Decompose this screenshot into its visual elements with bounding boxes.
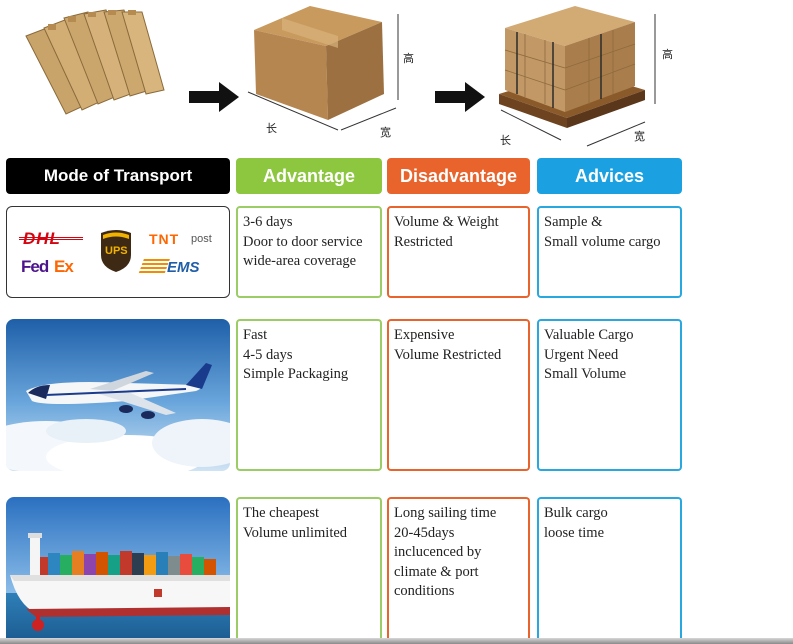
air-advantage-cell: Fast 4-5 days Simple Packaging xyxy=(236,319,382,471)
cell-line: wide-area coverage xyxy=(243,253,357,269)
width-label: 宽 xyxy=(380,126,391,139)
flat-cardboard-sheets-image xyxy=(25,9,165,115)
cell-line: The cheapest xyxy=(243,505,320,521)
packaging-illustration: 高 长 宽 高 长 宽 xyxy=(0,0,793,150)
cell-line: Sample & xyxy=(544,214,603,230)
height-label: 高 xyxy=(662,48,673,61)
cell-line: loose time xyxy=(544,524,605,541)
cell-line: Small Volume xyxy=(544,366,627,382)
ems-logo: EMS xyxy=(167,259,200,276)
arrow-right-icon xyxy=(435,82,485,112)
header-disadvantage: Disadvantage xyxy=(387,158,530,194)
cell-line: Door to door service xyxy=(243,233,363,250)
courier-advices-cell: Sample & Small volume cargo xyxy=(537,206,682,298)
bottom-edge-bar xyxy=(0,638,793,644)
sea-advices-cell: Bulk cargo loose time xyxy=(537,497,682,644)
air-disadvantage-cell: Expensive Volume Restricted xyxy=(387,319,530,471)
courier-advantage-cell: 3-6 days Door to door service wide-area … xyxy=(236,206,382,298)
cell-line: 20-45days xyxy=(394,524,455,541)
cell-line: Valuable Cargo xyxy=(544,327,634,343)
ups-logo-text: UPS xyxy=(105,245,128,257)
cell-line: Long sailing time xyxy=(394,505,497,521)
length-label: 长 xyxy=(500,134,511,147)
header-advantage: Advantage xyxy=(236,158,382,194)
cell-line: Restricted xyxy=(394,233,453,250)
cell-line: 3-6 days xyxy=(243,214,293,230)
header-advices: Advices xyxy=(537,158,682,194)
width-label: 宽 xyxy=(634,130,645,143)
cell-line: Bulk cargo xyxy=(544,505,608,521)
cell-line: 4-5 days xyxy=(243,346,293,363)
dhl-logo: DHL xyxy=(23,229,61,248)
cell-line: inclucenced by xyxy=(394,544,482,560)
sea-advantage-cell: The cheapest Volume unlimited xyxy=(236,497,382,644)
cell-line: Small volume cargo xyxy=(544,233,661,250)
cell-line: climate & port xyxy=(394,563,479,580)
cell-line: conditions xyxy=(394,583,455,599)
cell-line: Simple Packaging xyxy=(243,366,349,382)
dhl-stripes-icon xyxy=(19,237,83,240)
fedex-logo-fed: Fed xyxy=(21,257,49,276)
airplane-image xyxy=(6,319,230,471)
length-label: 长 xyxy=(266,122,277,135)
container-ship-image xyxy=(6,497,230,644)
tnt-logo: TNT xyxy=(149,231,180,247)
header-mode-of-transport: Mode of Transport xyxy=(6,158,230,194)
post-logo-text: post xyxy=(191,233,212,245)
fedex-logo-ex: Ex xyxy=(54,257,74,276)
arrow-right-icon xyxy=(189,82,239,112)
courier-logos-panel: DHL UPS TNT post Fed Ex EMS xyxy=(6,206,230,298)
ups-shield-logo xyxy=(101,230,131,272)
sea-disadvantage-cell: Long sailing time 20-45days inclucenced … xyxy=(387,497,530,644)
cell-line: Urgent Need xyxy=(544,346,619,363)
cell-line: Volume Restricted xyxy=(394,346,502,363)
air-advices-cell: Valuable Cargo Urgent Need Small Volume xyxy=(537,319,682,471)
palletized-cartons-image xyxy=(499,6,656,147)
courier-disadvantage-cell: Volume & Weight Restricted xyxy=(387,206,530,298)
cell-line: Fast xyxy=(243,327,268,343)
carton-box-image xyxy=(247,6,399,131)
ems-wing-icon xyxy=(138,259,170,275)
cell-line: Volume unlimited xyxy=(243,524,348,541)
height-label: 高 xyxy=(403,52,414,65)
cell-line: Expensive xyxy=(394,327,455,343)
cell-line: Volume & Weight xyxy=(394,214,499,230)
